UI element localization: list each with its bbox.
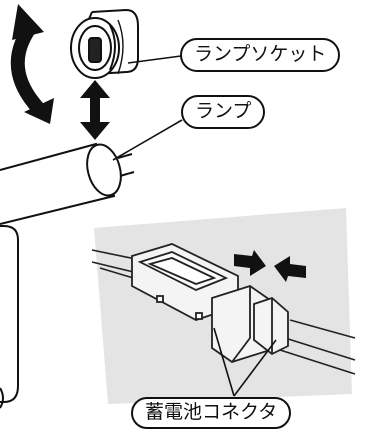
vertical-double-arrow-icon	[80, 80, 110, 140]
lamp-socket-label: ランプソケット	[180, 38, 341, 72]
lamp-socket-illustration	[70, 8, 139, 79]
rotate-arrow-icon	[10, 4, 54, 124]
left-panel-edge	[0, 225, 19, 403]
push-arrows-icon	[234, 250, 306, 282]
lamp-label: ランプ	[181, 95, 266, 129]
socket-leader-line	[127, 55, 182, 64]
right-edge-fragment	[0, 387, 4, 409]
connector-leader-line-left	[213, 327, 235, 397]
lamp-leader-line	[112, 119, 183, 161]
connector-leader-line-right	[233, 339, 277, 397]
socket-slot	[88, 37, 102, 63]
battery-connector-label: 蓄電池コネクタ	[131, 397, 292, 429]
connector-photo	[91, 208, 356, 404]
lamp-tube	[0, 142, 135, 225]
